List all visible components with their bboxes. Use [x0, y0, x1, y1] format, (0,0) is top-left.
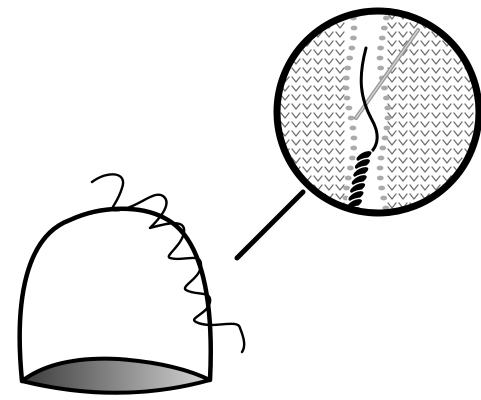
purl-dot — [351, 26, 358, 31]
purl-dot — [344, 96, 351, 101]
knit-stitch — [432, 14, 440, 19]
purl-dot — [378, 186, 385, 191]
knit-stitch — [465, 212, 473, 217]
knit-stitch — [325, 212, 333, 217]
purl-dot — [380, 196, 387, 201]
knit-stitch — [454, 14, 462, 19]
knit-stitch — [281, 185, 289, 190]
knit-stitch — [443, 194, 451, 199]
knit-stitch — [292, 212, 300, 217]
knit-stitch — [281, 14, 289, 19]
knit-stitch — [454, 32, 462, 37]
knit-stitch — [465, 185, 473, 190]
knit-stitch — [465, 50, 473, 55]
magnifier — [277, 11, 479, 228]
purl-dot — [343, 86, 350, 91]
knit-stitch — [432, 203, 440, 208]
knit-stitch — [325, 14, 333, 19]
knit-stitch — [281, 167, 289, 172]
purl-dot — [377, 56, 384, 61]
knit-stitch — [303, 194, 311, 199]
purl-dot — [348, 46, 355, 51]
purl-dot — [379, 146, 386, 151]
knit-stitch — [465, 41, 473, 46]
knit-stitch — [292, 185, 300, 190]
knit-stitch — [303, 23, 311, 28]
hat-brim-opening — [22, 359, 210, 393]
purl-dot — [351, 136, 358, 141]
knit-stitch — [292, 14, 300, 19]
knit-stitch — [303, 203, 311, 208]
knit-stitch — [443, 203, 451, 208]
knit-stitch — [336, 212, 344, 217]
knit-stitch — [432, 212, 440, 217]
purl-dot — [382, 136, 389, 141]
knit-stitch — [443, 14, 451, 19]
knit-stitch — [454, 212, 462, 217]
knit-stitch — [292, 23, 300, 28]
purl-dot — [383, 16, 390, 21]
knit-stitch — [454, 203, 462, 208]
purl-dot — [377, 176, 384, 181]
knit-stitch — [465, 32, 473, 37]
hat — [20, 174, 244, 392]
knit-stitch — [454, 23, 462, 28]
purl-dot — [377, 46, 384, 51]
purl-dot — [379, 36, 386, 41]
purl-dot — [377, 166, 384, 171]
knit-stitch — [465, 203, 473, 208]
purl-dot — [343, 76, 350, 81]
purl-dot — [348, 116, 355, 121]
knit-stitch — [281, 194, 289, 199]
knit-stitch — [465, 23, 473, 28]
purl-dot — [384, 106, 391, 111]
purl-dot — [343, 186, 350, 191]
knit-stitch — [421, 212, 429, 217]
purl-dot — [345, 176, 352, 181]
knit-stitch — [410, 212, 418, 217]
purl-dot — [383, 96, 390, 101]
hat-body — [20, 209, 211, 381]
knit-stitch — [281, 23, 289, 28]
purl-dot — [377, 66, 384, 71]
purl-dot — [381, 86, 388, 91]
purl-dot — [346, 56, 353, 61]
purl-dot — [347, 166, 354, 171]
knit-stitch — [281, 41, 289, 46]
purl-dot — [378, 156, 385, 161]
knit-stitch — [454, 194, 462, 199]
purl-dot — [350, 36, 357, 41]
knit-stitch — [443, 23, 451, 28]
knit-stitch — [281, 50, 289, 55]
knit-stitch — [443, 212, 451, 217]
purl-dot — [344, 66, 351, 71]
knit-stitch — [454, 185, 462, 190]
knit-stitch — [314, 212, 322, 217]
whipstitch-thread — [92, 174, 244, 352]
knit-stitch — [465, 14, 473, 19]
knit-stitch — [314, 14, 322, 19]
purl-dot — [345, 106, 352, 111]
knit-stitch — [465, 176, 473, 181]
knit-stitch — [303, 14, 311, 19]
purl-dot — [385, 116, 392, 121]
purl-dot — [384, 126, 391, 131]
knit-stitch — [281, 32, 289, 37]
knit-stitch — [292, 32, 300, 37]
pointer-line — [237, 192, 303, 258]
knit-stitch — [303, 212, 311, 217]
purl-dot — [350, 126, 357, 131]
purl-dot — [349, 156, 356, 161]
knit-stitch — [465, 194, 473, 199]
knit-stitch — [314, 203, 322, 208]
purl-dot — [350, 146, 357, 151]
knit-stitch — [281, 176, 289, 181]
purl-dot — [381, 26, 388, 31]
